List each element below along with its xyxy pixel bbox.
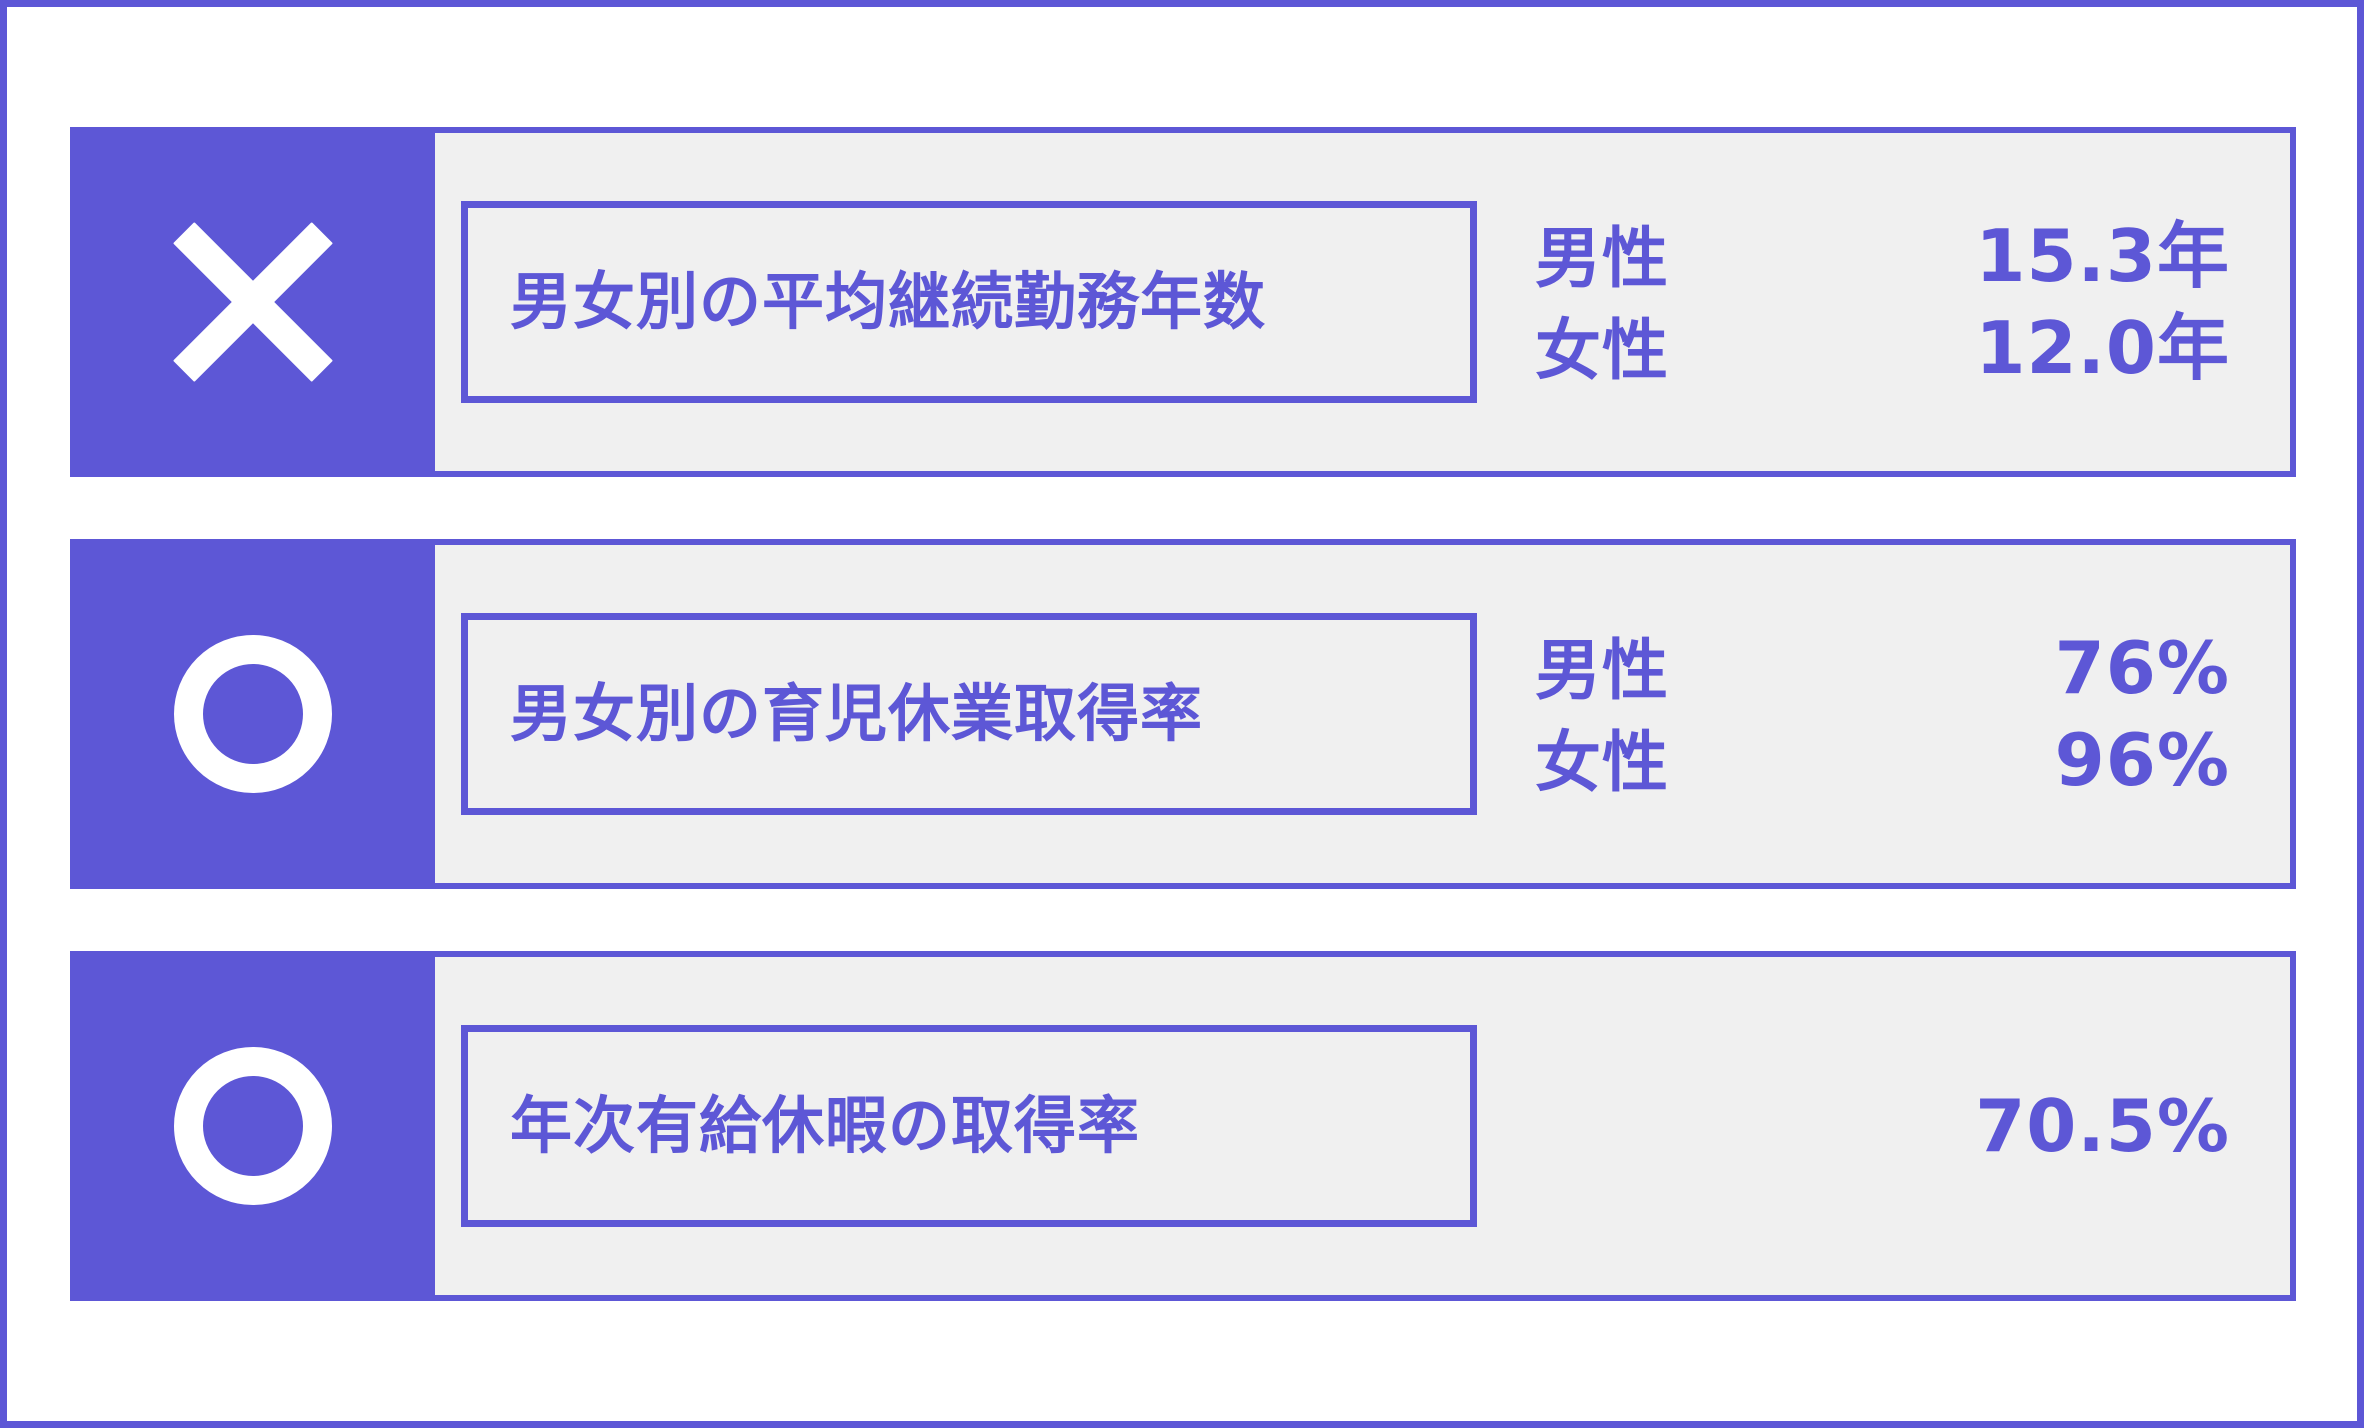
value-number: 70.5% — [1975, 1083, 2230, 1168]
row-body: 男女別の平均継続勤務年数 男性 15.3年 女性 12.0年 — [435, 133, 2290, 471]
metric-value-line: 男性 76% — [1535, 622, 2230, 714]
metric-label: 年次有給休暇の取得率 — [510, 1089, 1141, 1162]
metric-label-box: 男女別の平均継続勤務年数 — [461, 201, 1477, 403]
metric-value-box: 男性 15.3年 女性 12.0年 — [1477, 210, 2290, 394]
metric-row: 年次有給休暇の取得率 70.5% — [70, 951, 2296, 1301]
metric-label: 男女別の平均継続勤務年数 — [510, 265, 1267, 338]
value-number: 12.0年 — [1975, 306, 2230, 390]
value-gender-label: 男性 — [1535, 219, 1669, 297]
circle-mark-icon — [173, 635, 332, 793]
metric-value-box: 男性 76% 女性 96% — [1477, 622, 2290, 806]
value-number: 15.3年 — [1975, 213, 2230, 298]
metric-label-box: 年次有給休暇の取得率 — [461, 1025, 1477, 1227]
row-mark-cell — [70, 127, 435, 477]
metric-value-line: 70.5% — [1535, 1080, 2230, 1172]
cross-mark-icon — [178, 227, 328, 377]
metric-value-line: 男性 15.3年 — [1535, 210, 2230, 302]
row-body: 年次有給休暇の取得率 70.5% — [435, 957, 2290, 1295]
metric-row: 男女別の育児休業取得率 男性 76% 女性 96% — [70, 539, 2296, 889]
circle-mark-icon — [173, 1047, 332, 1205]
value-gender-label: 女性 — [1535, 724, 1669, 801]
value-number: 76% — [2054, 625, 2230, 710]
metric-row: 男女別の平均継続勤務年数 男性 15.3年 女性 12.0年 — [70, 127, 2296, 477]
row-body: 男女別の育児休業取得率 男性 76% 女性 96% — [435, 545, 2290, 883]
metric-value-line: 女性 12.0年 — [1535, 302, 2230, 394]
metric-value-box: 70.5% — [1477, 1080, 2290, 1172]
metric-row-list: 男女別の平均継続勤務年数 男性 15.3年 女性 12.0年 — [70, 127, 2296, 1301]
value-gender-label: 男性 — [1535, 631, 1669, 709]
value-gender-label: 女性 — [1535, 312, 1669, 389]
metric-label-box: 男女別の育児休業取得率 — [461, 613, 1477, 815]
row-mark-cell — [70, 539, 435, 889]
value-number: 96% — [2054, 718, 2230, 802]
row-mark-cell — [70, 951, 435, 1301]
metric-label: 男女別の育児休業取得率 — [510, 677, 1204, 750]
metric-value-line: 女性 96% — [1535, 714, 2230, 806]
